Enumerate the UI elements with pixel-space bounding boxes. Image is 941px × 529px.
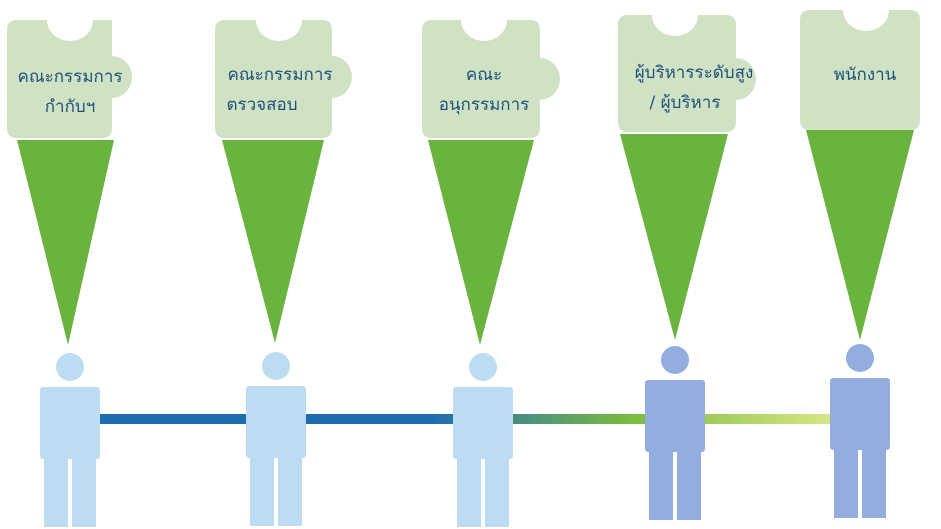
puzzle-piece [618,15,756,132]
role-label-line2: กำกับฯ [45,97,95,117]
role-label-line2: อนุกรรมการ [439,95,530,115]
person-icon [246,352,306,526]
person-icon [830,344,890,518]
role-label-line2: ตรวจสอบ [226,95,297,115]
person-icon [40,353,100,527]
role-label-line1: ผู้บริหารระดับสูง [635,63,754,83]
puzzle-piece [7,20,132,138]
role-group-board: คณะกรรมการ กำกับฯ [7,20,132,527]
role-label-line1: คณะกรรมการ [17,67,122,87]
role-label-line1: คณะ [466,65,502,85]
puzzle-piece [422,20,560,138]
role-group-subcommittee: คณะ อนุกรรมการ [422,20,560,527]
role-label-line1: พนักงาน [834,65,897,85]
person-icon [453,353,513,527]
funnel-shape [620,134,728,340]
role-group-executives: ผู้บริหารระดับสูง / ผู้บริหาร [618,15,756,520]
puzzle-piece [800,10,920,130]
funnel-shape [428,140,534,345]
person-icon [645,346,705,520]
funnel-shape [806,130,914,340]
puzzle-piece [215,20,352,138]
role-group-audit: คณะกรรมการ ตรวจสอบ [215,20,352,526]
role-label-line2: / ผู้บริหาร [650,93,721,113]
funnel-shape [17,140,114,345]
role-group-employees: พนักงาน [800,10,920,518]
role-label-line1: คณะกรรมการ [227,65,332,85]
funnel-shape [222,140,324,343]
